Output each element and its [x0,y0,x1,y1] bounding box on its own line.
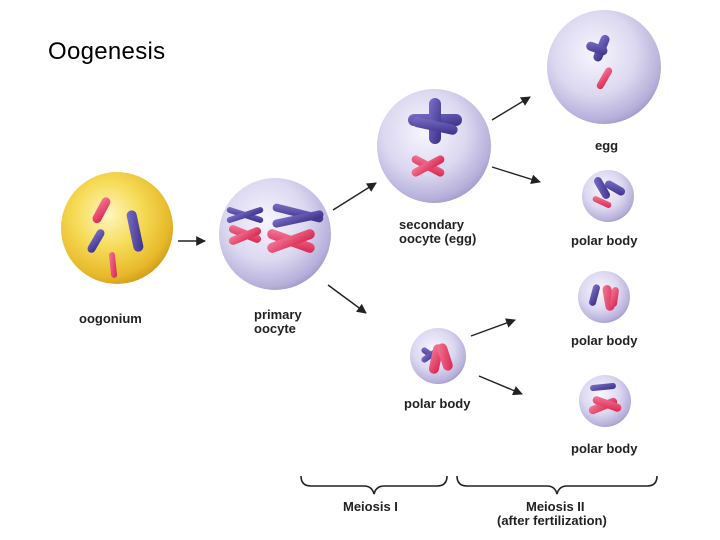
arrows [178,96,541,396]
arrow [478,375,523,396]
first-polar-body-cell [410,328,466,384]
primary-oocyte-cell [219,178,331,290]
meiosis-2-label-line1: Meiosis II [526,499,585,514]
primary-oocyte-label-line1: primary [254,307,302,322]
first-polar-body-label: polar body [404,396,471,411]
secondary-oocyte-label-line1: secondary [399,217,465,232]
oogonium-cell [61,172,173,284]
meiosis-2-bracket [456,475,658,495]
egg-label: egg [595,138,619,153]
polar-body-label: polar body [571,333,638,348]
meiosis-2-label-line2: (after fertilization) [497,513,607,528]
polar-body-cell [579,375,631,427]
polar-body-label: polar body [571,441,638,456]
diagram-title: Oogenesis [48,38,166,65]
meiosis-1-bracket [300,475,448,495]
meiosis-1-label: Meiosis I [343,499,398,514]
chromosome [126,210,144,252]
chromosome [87,229,105,253]
primary-oocyte-label-line2: oocyte [254,321,296,336]
arrow [332,182,377,211]
chromosome [108,252,118,278]
stage-brackets [300,475,658,495]
arrow [327,284,367,314]
secondary-oocyte-label-line2: oocyte (egg) [399,231,477,246]
polar-body-label: polar body [571,233,638,248]
secondary-oocyte-cell [377,89,491,203]
oogonium-label: oogonium [79,311,142,326]
arrow [491,96,531,121]
arrow [470,318,516,337]
polar-body-cell [582,170,634,222]
polar-body-cell [578,271,630,323]
chromosome [92,197,111,224]
egg-cell [547,10,661,124]
arrow [491,166,541,185]
